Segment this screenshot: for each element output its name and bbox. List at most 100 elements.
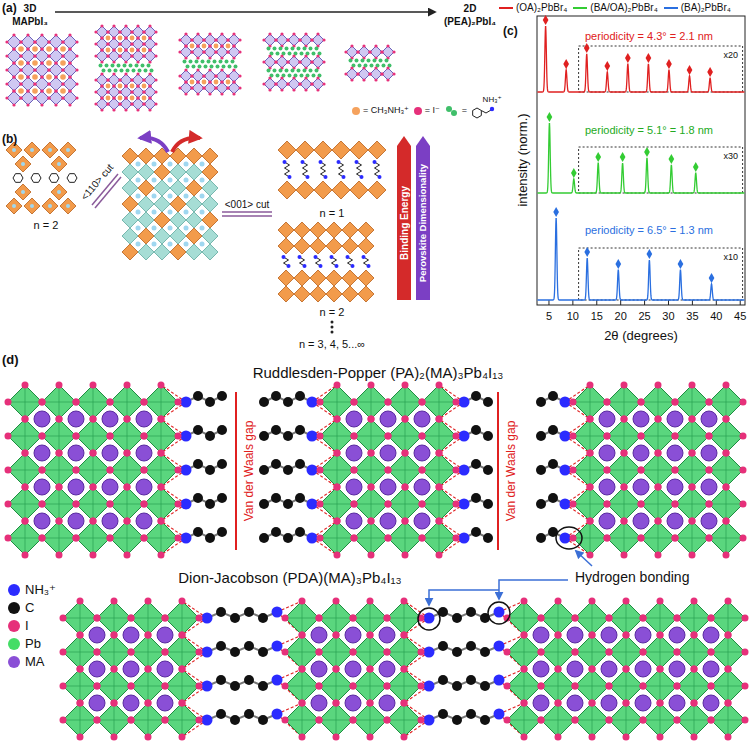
iodide [333, 666, 340, 673]
peak-marker [646, 53, 652, 63]
octahedron [108, 86, 120, 98]
iodide [555, 632, 562, 639]
octahedron [342, 238, 358, 254]
iodide [268, 76, 271, 79]
octahedron [342, 286, 358, 302]
iodide [106, 90, 109, 93]
nitrogen-atom [560, 397, 571, 408]
iodide [655, 518, 662, 525]
iodide [94, 615, 101, 622]
iodide [56, 518, 63, 525]
iodide [145, 666, 152, 673]
iodide [26, 75, 29, 78]
iodide [232, 44, 235, 47]
peak-marker [571, 168, 577, 178]
pea-cation [186, 65, 190, 69]
carbon-atom [283, 397, 293, 407]
iodide [385, 433, 392, 440]
iodide [39, 399, 46, 406]
iodide [262, 82, 265, 85]
iodide [178, 74, 181, 77]
iodide [118, 54, 121, 57]
octahedron [21, 63, 35, 77]
ma-cation [168, 210, 173, 215]
iodide [226, 86, 229, 89]
tick [740, 300, 741, 305]
iodide [107, 467, 114, 474]
iodide [19, 54, 22, 57]
ma-cation [635, 695, 651, 711]
iodide [723, 416, 730, 423]
iodide [73, 399, 80, 406]
ma-cation [130, 84, 135, 89]
iodide [118, 30, 121, 33]
ma-cation [136, 242, 141, 247]
octahedron [51, 184, 67, 200]
iodide [350, 615, 357, 622]
pea-cation [297, 69, 301, 73]
iodide [621, 416, 628, 423]
iodide [100, 96, 103, 99]
iodide [708, 683, 715, 690]
iodide [708, 649, 715, 656]
ammonium [319, 264, 323, 268]
octahedron [186, 196, 202, 212]
iodide [130, 30, 133, 33]
octahedron [202, 148, 218, 164]
iodide [39, 535, 46, 542]
iodide [723, 484, 730, 491]
octahedron [170, 228, 186, 244]
octahedron [21, 49, 35, 63]
iodide [555, 666, 562, 673]
octahedron [120, 26, 132, 38]
structure-title: Dion-Jacobson (PDA)(MA)₃Pb₄I₁₃ [178, 570, 401, 587]
iodide [128, 615, 135, 622]
iodide [299, 666, 306, 673]
carbon-atom [217, 459, 227, 469]
nitrogen-atom [202, 613, 213, 624]
iodide [623, 734, 630, 741]
ma-cation [346, 411, 362, 427]
pea-cation [370, 64, 374, 68]
iodide [657, 632, 664, 639]
iodide [145, 598, 152, 605]
iodide [689, 416, 696, 423]
pea-ring [67, 174, 77, 183]
iodide [316, 76, 319, 79]
ma-cation [379, 661, 395, 677]
iodide [333, 632, 340, 639]
octahedron [108, 74, 120, 86]
iodide [184, 44, 187, 47]
ma-cation [703, 661, 719, 677]
ma-cation [136, 411, 152, 427]
pea-cation [361, 59, 365, 63]
iodide [5, 96, 8, 99]
iodide [292, 76, 295, 79]
iodide [436, 416, 443, 423]
iodide [689, 382, 696, 389]
octahedron [288, 34, 300, 46]
iodide [232, 44, 235, 47]
nitrogen-atom [202, 681, 213, 692]
iodide [73, 467, 80, 474]
iodide [740, 467, 747, 474]
octahedron [35, 77, 49, 91]
iodide [145, 734, 152, 741]
iodide [141, 433, 148, 440]
iodide [190, 38, 193, 41]
iodide [19, 68, 22, 71]
carbon-atom [536, 499, 546, 509]
iodide [94, 90, 97, 93]
iodide [672, 467, 679, 474]
iodide [5, 54, 8, 57]
ma-cation [18, 74, 24, 80]
iodide [100, 60, 103, 63]
nitrogen-atom [202, 647, 213, 658]
octahedron [144, 38, 156, 50]
iodide [268, 32, 271, 35]
ma-cation [202, 44, 207, 49]
iodide [22, 416, 29, 423]
iodide [742, 683, 749, 690]
carbon-atom [471, 391, 481, 401]
